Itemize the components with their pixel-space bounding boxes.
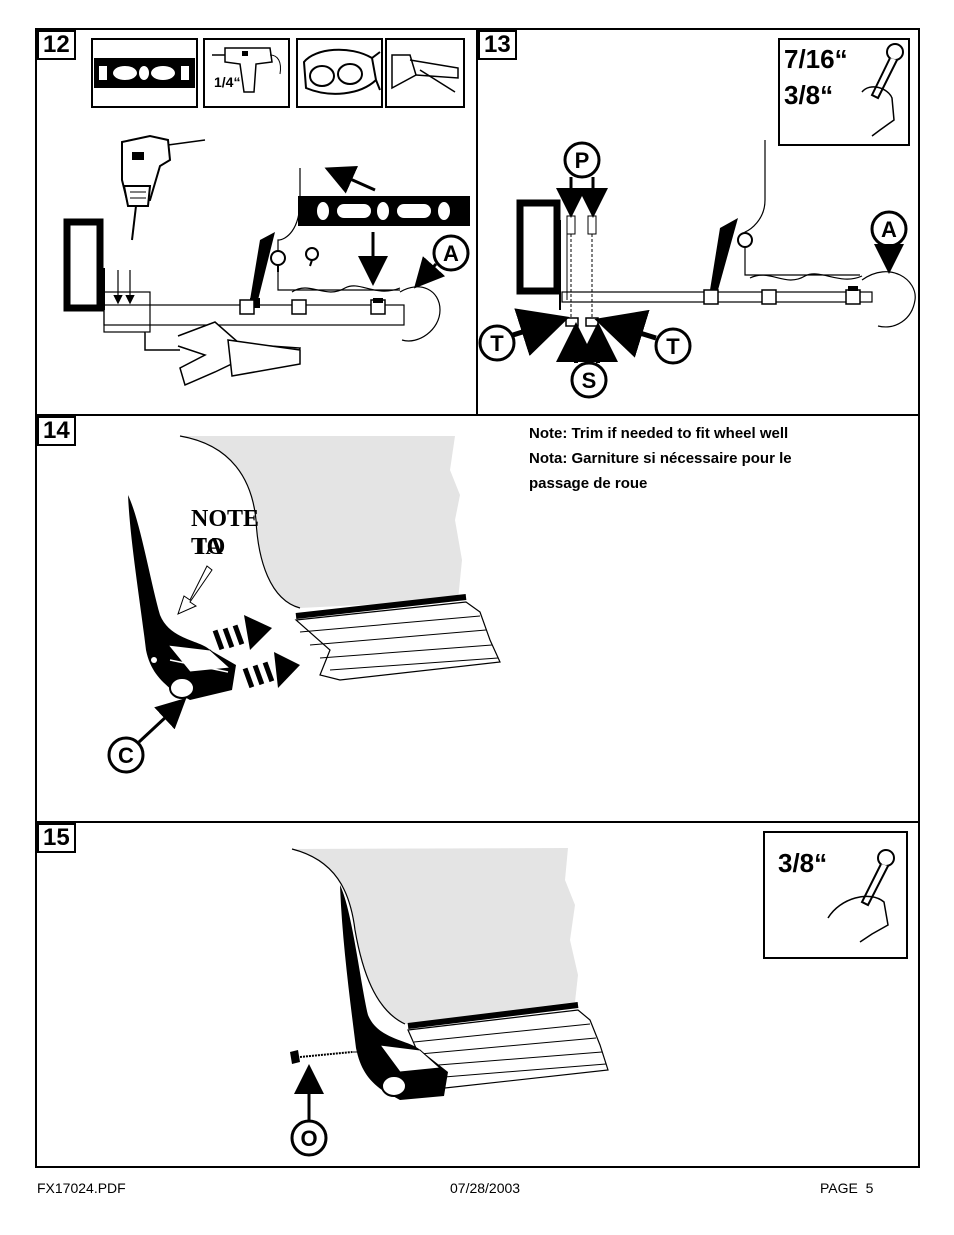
running-board-step14 (294, 601, 501, 681)
step-number-14: 14 (37, 416, 76, 446)
wrench-size-3-8-step13: 3/8“ (784, 80, 833, 110)
clamp-tool-icon (385, 38, 465, 108)
callout-t-right: T (594, 309, 692, 365)
svg-text:P: P (575, 148, 590, 173)
overlay-to-text: TO (191, 534, 225, 560)
callout-c: C (107, 697, 187, 774)
wheel-well-body (179, 435, 462, 609)
wrench-hand-icon-step15 (827, 849, 895, 943)
footer-date: 07/28/2003 (450, 1180, 521, 1196)
callout-o: O (290, 1064, 328, 1157)
drill-bit-size-label: 1/4“ (214, 74, 240, 90)
svg-text:T: T (666, 334, 680, 359)
drill-illustration (121, 134, 206, 241)
wheel-well-body-step15 (291, 848, 578, 1025)
overlay-note-text: NOTE (191, 506, 259, 532)
wrench-hand-icon (861, 43, 904, 137)
overlay-ia-text: IA (196, 534, 223, 560)
callout-p: P (556, 141, 608, 218)
callout-s: S (556, 322, 618, 399)
svg-text:C: C (118, 743, 134, 768)
push-arrow-lower (242, 652, 300, 689)
svg-text:A: A (443, 241, 459, 266)
push-arrow-upper (212, 615, 272, 651)
callout-t-left: T (478, 308, 570, 362)
step-number-13: 13 (478, 30, 517, 60)
screw-o (290, 1050, 365, 1064)
wrench-size-3-8-step15: 3/8“ (778, 848, 827, 878)
note-french-line1: Nota: Garniture si nécessaire pour le (529, 450, 792, 467)
level-tool-icon (91, 38, 198, 108)
wrench-size-7-16: 7/16“ (784, 44, 848, 74)
drill-tool-icon (203, 38, 290, 108)
note-english: Note: Trim if needed to fit wheel well (529, 425, 789, 442)
callout-a-step12: A (413, 234, 470, 289)
note-french-line2: passage de roue (529, 475, 648, 492)
level-on-body (298, 196, 470, 226)
svg-text:A: A (881, 217, 897, 242)
step-number-12: 12 (37, 30, 76, 60)
panel-step-15 (35, 821, 920, 1168)
footer-filename: FX17024.PDF (37, 1180, 126, 1196)
safety-goggles-icon (296, 38, 383, 108)
svg-text:S: S (582, 368, 597, 393)
step-number-15: 15 (37, 823, 76, 853)
svg-text:O: O (300, 1126, 317, 1151)
footer-page-number: PAGE 5 (820, 1180, 874, 1196)
fender-flare-installed (340, 885, 448, 1100)
callout-a-step13: A (870, 210, 908, 274)
svg-text:T: T (490, 331, 504, 356)
